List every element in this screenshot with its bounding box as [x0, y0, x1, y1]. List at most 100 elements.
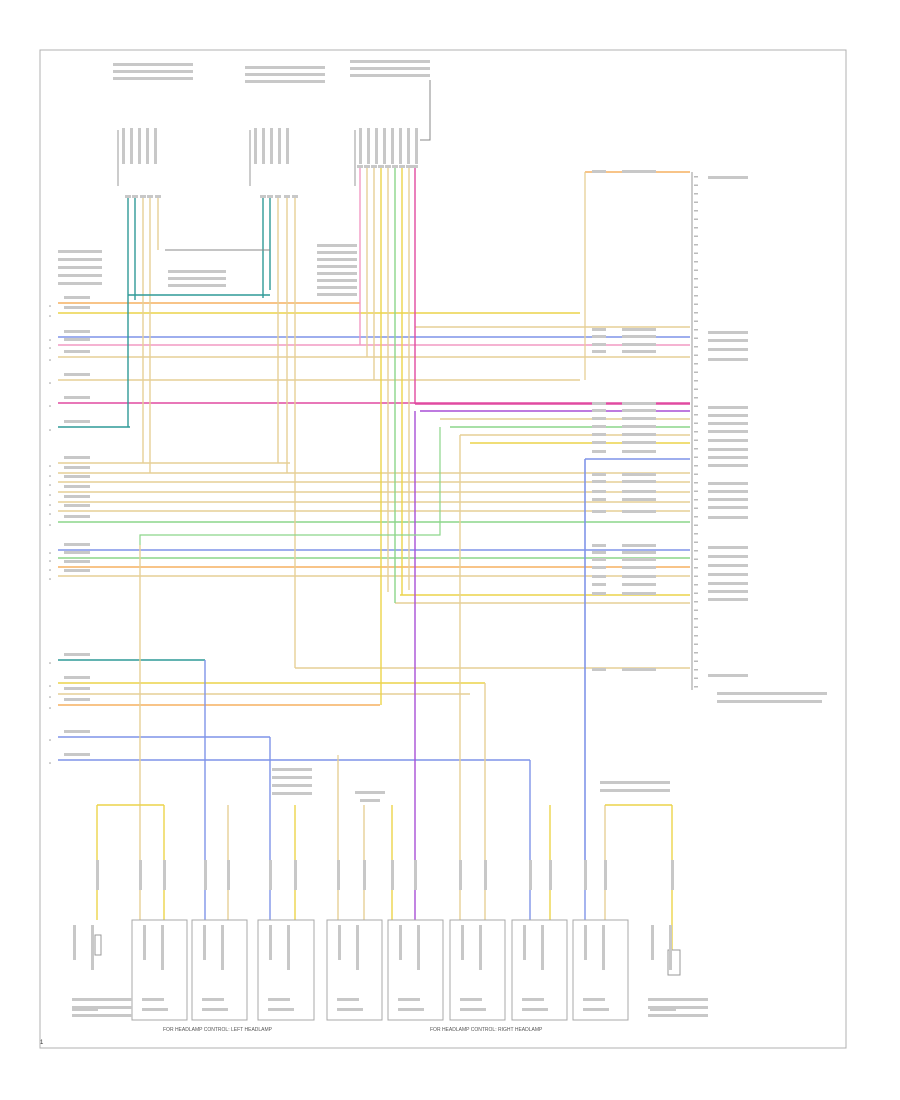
- wire-code-label: [64, 730, 90, 733]
- connector-pin: [694, 278, 698, 280]
- pin-label: [338, 925, 341, 960]
- wire-code-label: [622, 417, 656, 420]
- pin-marker: [49, 552, 51, 554]
- wire-code-label: [592, 566, 606, 569]
- connector-title: [272, 784, 312, 787]
- connector-title: [272, 792, 312, 795]
- connector-pin-label: [484, 860, 487, 890]
- lamp-module-block: [387, 919, 444, 1021]
- wire-code-label: [64, 338, 90, 341]
- connector-pin: [694, 388, 698, 390]
- module-pin-label: [708, 414, 748, 417]
- wire-code-label: [622, 343, 656, 346]
- pin-label: [138, 128, 141, 164]
- lamp-module-block: [131, 919, 188, 1021]
- pin-label: [143, 925, 146, 960]
- block-label: [142, 1008, 168, 1011]
- pin-label: [73, 925, 76, 960]
- pin-label: [278, 128, 281, 164]
- module-pin-label: [708, 331, 748, 334]
- wire-code-label: [592, 170, 606, 173]
- pin-marker: [49, 569, 51, 571]
- connector-pin: [694, 193, 698, 195]
- connector-pin-label: [414, 860, 417, 890]
- wire-code-label: [622, 350, 656, 353]
- connector-pin: [694, 609, 698, 611]
- connector-pin-label: [204, 860, 207, 890]
- splice-label: [58, 258, 102, 261]
- connector-pin-label: [269, 860, 272, 890]
- connector-title: [245, 80, 325, 83]
- wire-code-label: [622, 498, 656, 501]
- connector-pin: [694, 618, 698, 620]
- connector-pin: [694, 337, 698, 339]
- block-label: [522, 1008, 548, 1011]
- connector-pin: [694, 422, 698, 424]
- wire-code-label: [592, 583, 606, 586]
- connector-pin: [694, 499, 698, 501]
- wire-code-label: [592, 417, 606, 420]
- wire-code-label: [622, 592, 656, 595]
- pin-marker: [49, 359, 51, 361]
- pin-label: [122, 128, 125, 164]
- wire-code-label: [267, 195, 273, 198]
- connector-pin: [694, 380, 698, 382]
- caption-left: FOR HEADLAMP CONTROL: LEFT HEADLAMP: [163, 1027, 273, 1033]
- caption-right: FOR HEADLAMP CONTROL: RIGHT HEADLAMP: [430, 1027, 543, 1033]
- pin-marker: [49, 484, 51, 486]
- pin-label: [584, 925, 587, 960]
- splice-label: [317, 272, 357, 275]
- connector-title: [113, 77, 193, 80]
- block-label: [460, 1008, 486, 1011]
- splice-label: [168, 277, 226, 280]
- connector-pin: [694, 490, 698, 492]
- wire-code-label: [592, 498, 606, 501]
- connector-pin: [694, 176, 698, 178]
- connector-pin: [694, 677, 698, 679]
- connector-pin: [694, 473, 698, 475]
- sensor-label: [648, 998, 708, 1001]
- connector-title: [113, 63, 193, 66]
- wire-code-label: [284, 195, 290, 198]
- pin-label: [399, 128, 402, 164]
- module-pin-label: [708, 564, 748, 567]
- connector-pin: [694, 312, 698, 314]
- splice-label: [58, 282, 102, 285]
- connector-pin-label: [549, 860, 552, 890]
- pin-label: [669, 925, 672, 970]
- connector-pin: [694, 414, 698, 416]
- connector-pin: [694, 405, 698, 407]
- block-label: [522, 998, 544, 1001]
- pin-label: [154, 128, 157, 164]
- lamp-module-block: [511, 919, 568, 1021]
- connector-pin-label: [163, 860, 166, 890]
- connector-pin: [694, 626, 698, 628]
- connector-pin: [694, 507, 698, 509]
- pin-marker: [49, 685, 51, 687]
- connector-pin: [694, 643, 698, 645]
- splice-label: [58, 266, 102, 269]
- pin-marker: [49, 739, 51, 741]
- pin-marker: [49, 707, 51, 709]
- pin-marker: [49, 696, 51, 698]
- connector-title: [272, 776, 312, 779]
- wire-code-label: [622, 335, 656, 338]
- connector-pin-label: [604, 860, 607, 890]
- connector-pin: [694, 184, 698, 186]
- wire-code-label: [592, 402, 606, 405]
- connector-pin: [694, 431, 698, 433]
- wire-code-label: [406, 165, 412, 168]
- wire-code-label: [592, 575, 606, 578]
- module-pin-label: [708, 506, 748, 509]
- wire-code-label: [592, 490, 606, 493]
- wire-code-label: [64, 698, 90, 701]
- pin-label: [391, 128, 394, 164]
- block-label: [268, 1008, 294, 1011]
- pin-label: [221, 925, 224, 970]
- pin-label: [203, 925, 206, 960]
- connector-title: [245, 73, 325, 76]
- module-pin-label: [708, 598, 748, 601]
- pin-label: [367, 128, 370, 164]
- connector-pin: [694, 635, 698, 637]
